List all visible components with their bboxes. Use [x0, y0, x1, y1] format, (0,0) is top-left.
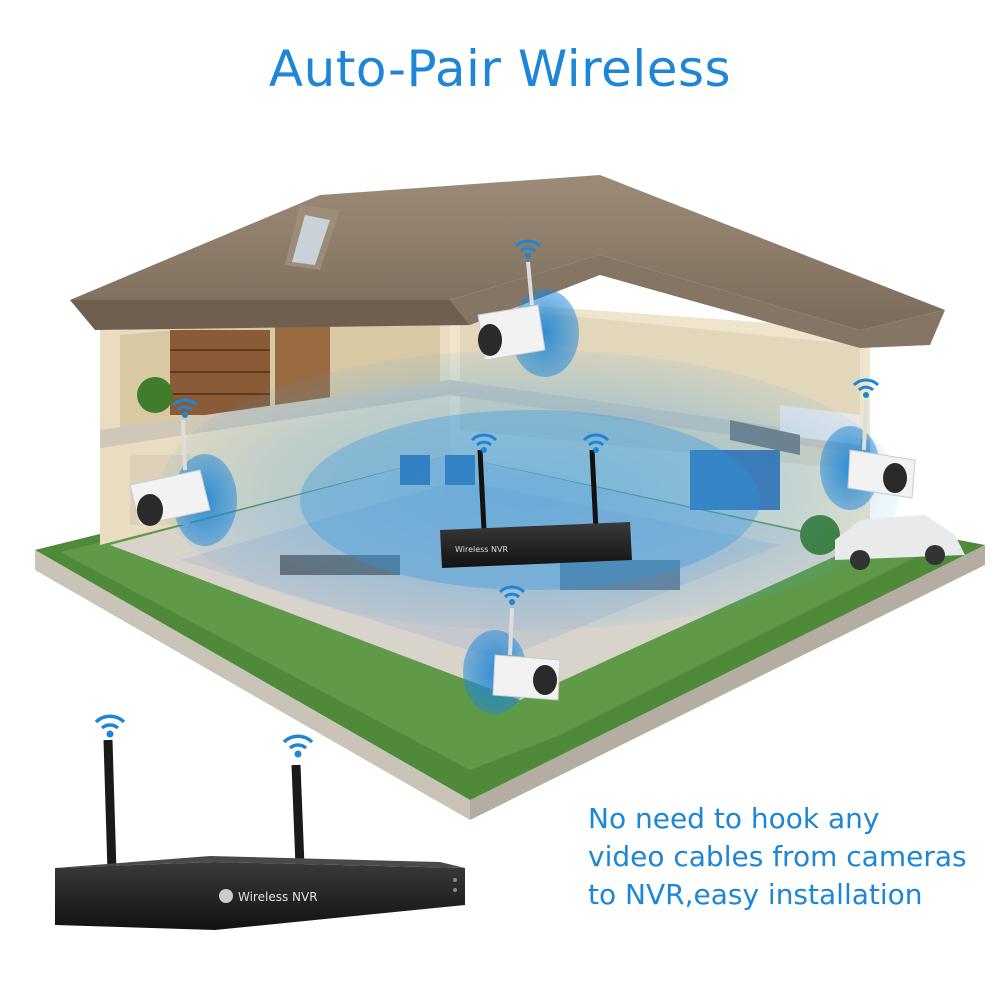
camera-icon — [477, 261, 579, 377]
wifi-icon — [852, 378, 880, 398]
wifi-icon — [94, 714, 126, 738]
camera-icon — [820, 399, 916, 510]
nvr-small-label: Wireless NVR — [455, 545, 508, 554]
wifi-icon — [282, 734, 314, 758]
camera-icon — [129, 419, 237, 546]
wifi-icon — [470, 433, 498, 453]
page-title: Auto-Pair Wireless — [268, 40, 732, 98]
caption-line: video cables from cameras — [588, 840, 967, 873]
caption-line: No need to hook any — [588, 802, 880, 835]
caption-line: to NVR,easy installation — [588, 878, 923, 911]
installation-caption: No need to hook any video cables from ca… — [588, 800, 988, 914]
nvr-icon: Wireless NVR — [440, 449, 632, 568]
nvr-large-label: Wireless NVR — [238, 890, 318, 904]
coverage-zone-inner — [300, 410, 760, 590]
wifi-icon — [514, 239, 542, 259]
car — [835, 515, 965, 570]
wifi-icon — [498, 585, 526, 605]
coverage-zone — [160, 350, 900, 630]
camera-icon — [463, 607, 561, 714]
wifi-icon — [171, 398, 199, 418]
house-roof — [70, 175, 945, 348]
wifi-icon — [582, 433, 610, 453]
nvr-large-icon: Wireless NVR — [55, 739, 465, 930]
